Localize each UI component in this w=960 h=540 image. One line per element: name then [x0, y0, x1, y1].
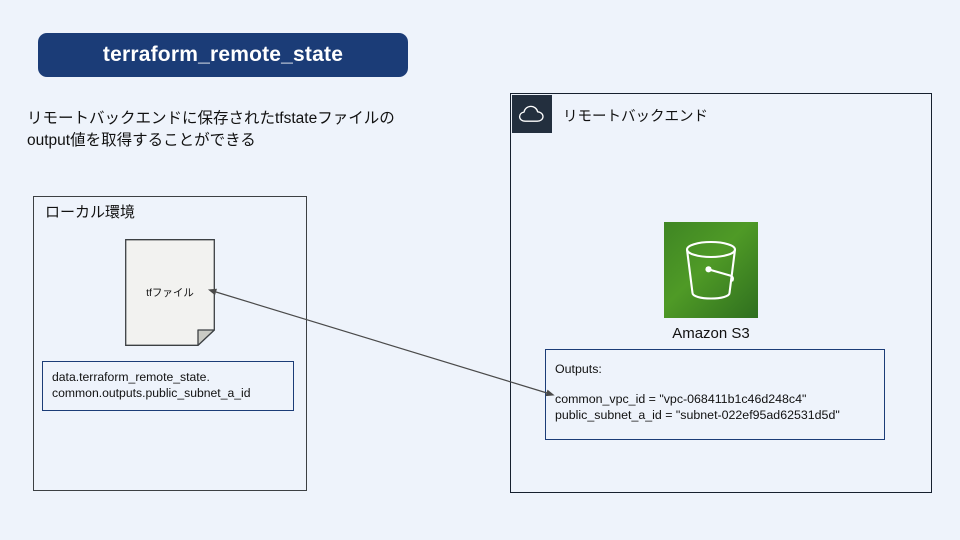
- outputs-line-2: public_subnet_a_id = "subnet-022ef95ad62…: [555, 408, 840, 422]
- local-code-line-1: data.terraform_remote_state.: [52, 370, 210, 384]
- local-environment-label: ローカル環境: [45, 204, 136, 221]
- outputs-box: Outputs: common_vpc_id = "vpc-068411b1c4…: [545, 349, 885, 440]
- cloud-icon: [512, 95, 552, 133]
- bucket-glyph: [685, 240, 737, 300]
- local-code-box: data.terraform_remote_state. common.outp…: [42, 361, 294, 411]
- tf-file-document: tfファイル: [125, 239, 215, 346]
- s3-bucket-icon: [664, 222, 758, 318]
- cloud-glyph: [518, 105, 544, 122]
- description-line-2: output値を取得することができる: [27, 132, 256, 149]
- description-text: リモートバックエンドに保存されたtfstateファイルの output値を取得す…: [27, 108, 497, 152]
- description-line-1: リモートバックエンドに保存されたtfstateファイルの: [27, 110, 395, 127]
- outputs-line-1: common_vpc_id = "vpc-068411b1c46d248c4": [555, 391, 807, 406]
- document-icon: [125, 239, 215, 346]
- local-code-line-2: common.outputs.public_subnet_a_id: [52, 386, 251, 400]
- outputs-spacer: [555, 378, 884, 391]
- s3-service-label: Amazon S3: [672, 325, 750, 342]
- remote-backend-label: リモートバックエンド: [563, 109, 708, 125]
- page-title: terraform_remote_state: [102, 43, 344, 66]
- page-title-badge: terraform_remote_state: [38, 33, 408, 77]
- outputs-heading: Outputs:: [555, 362, 602, 376]
